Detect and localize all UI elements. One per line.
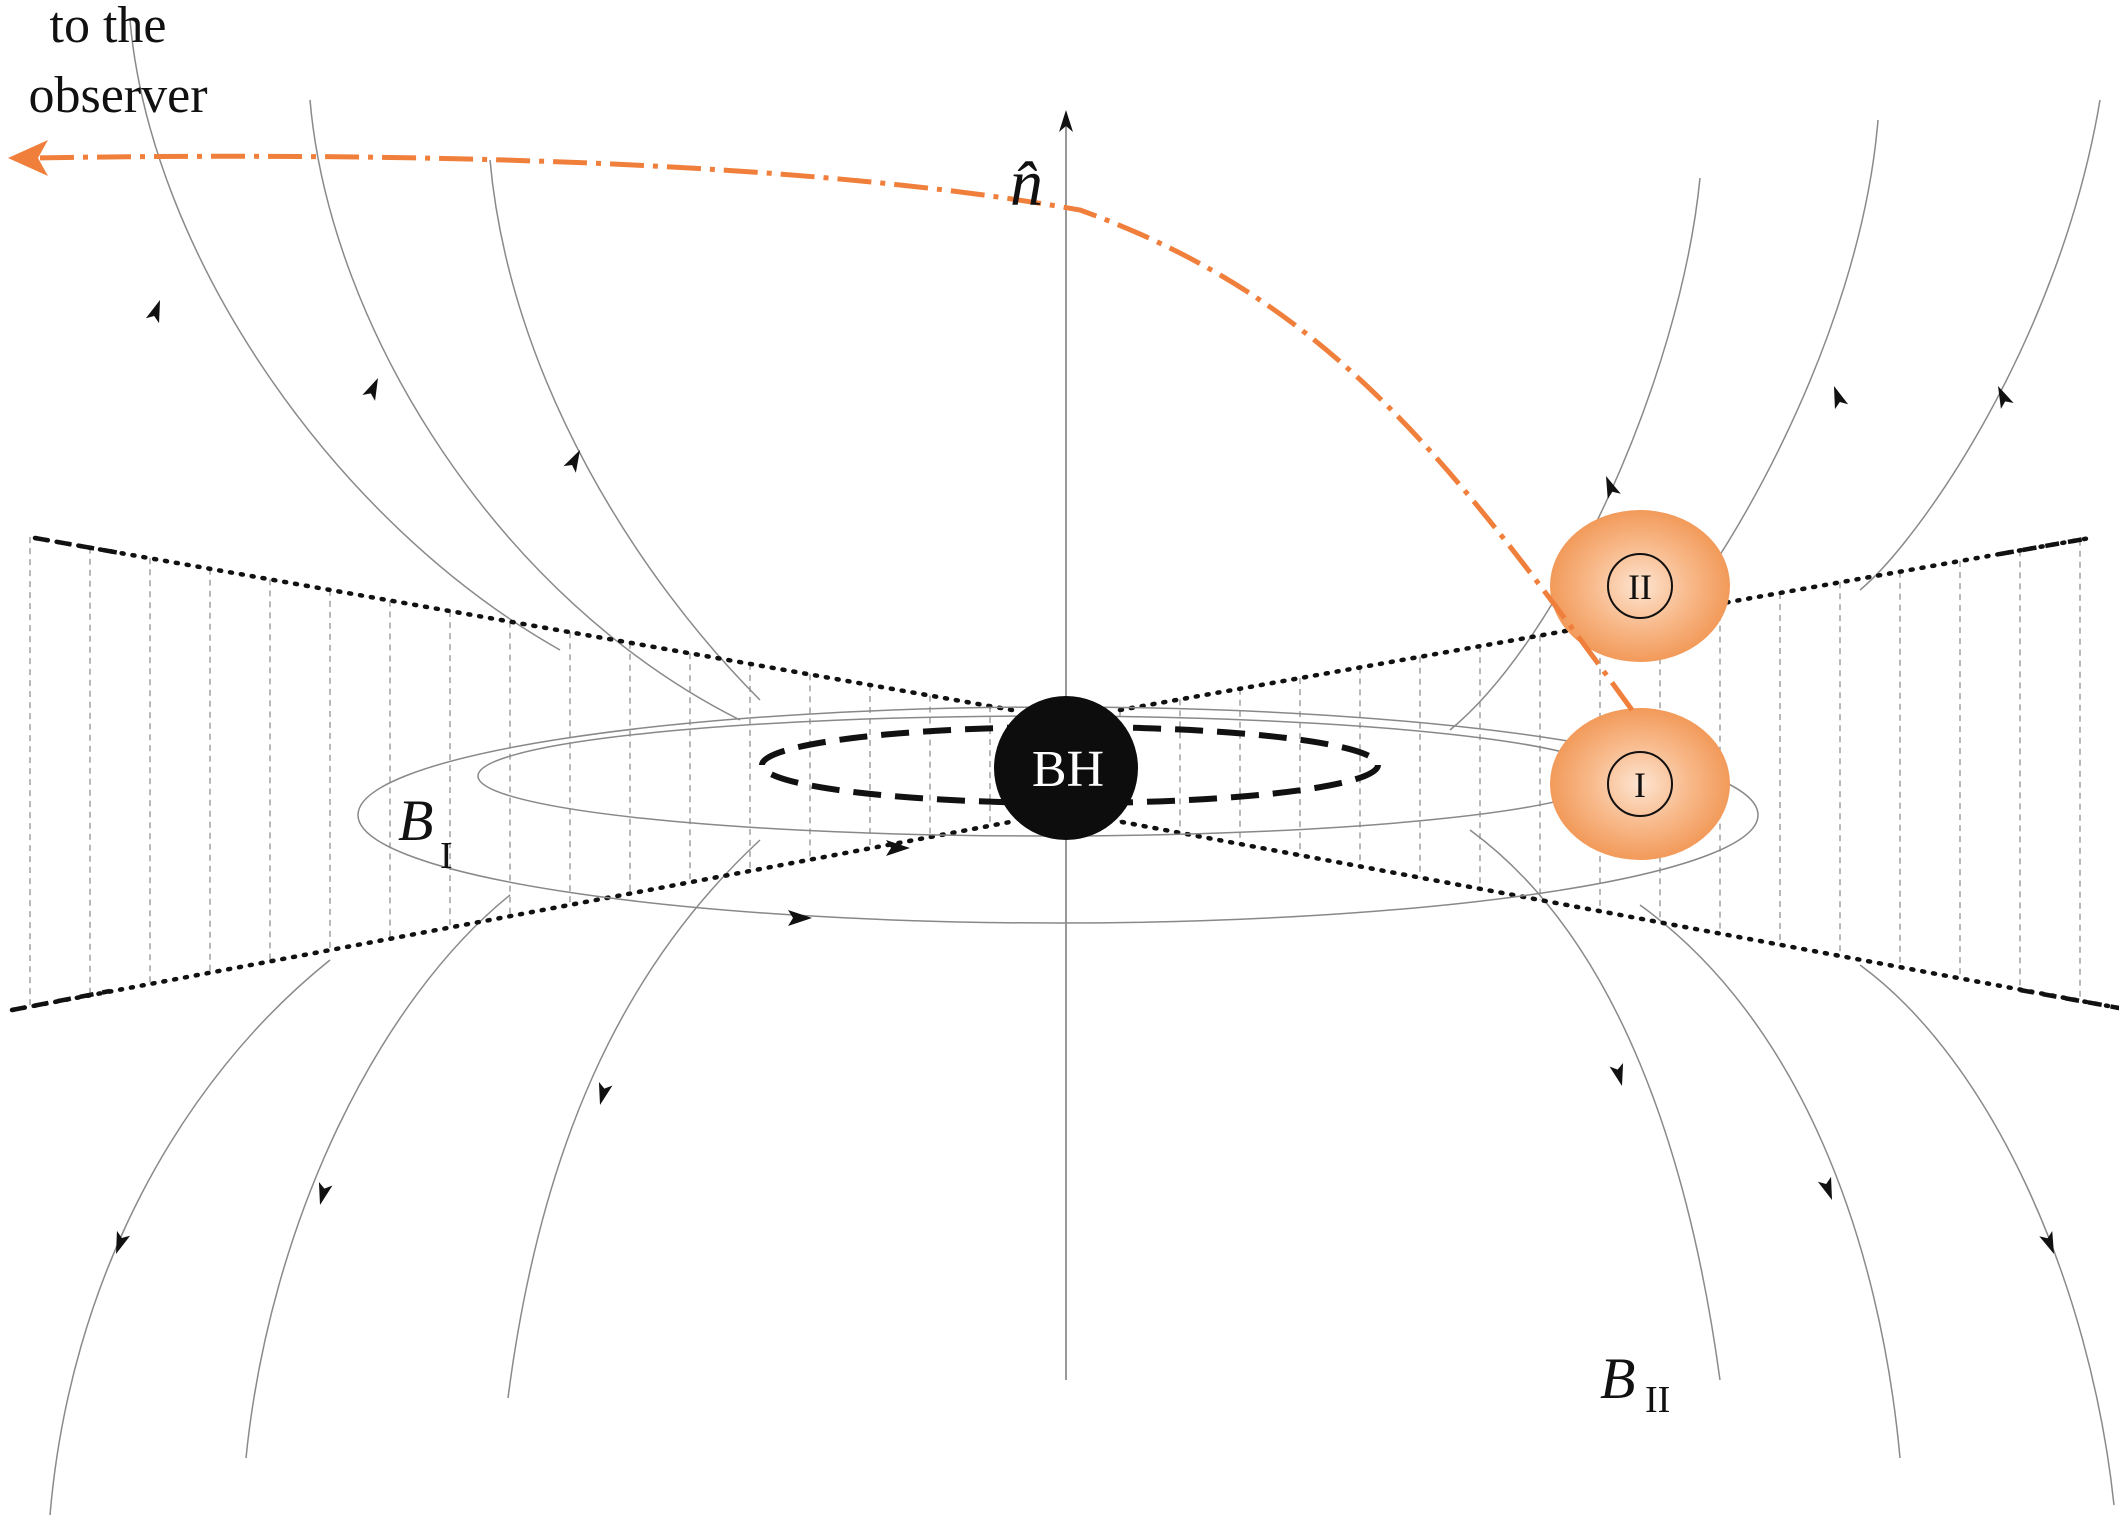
field-arrow-icon [116, 1230, 131, 1254]
field-line [245, 894, 511, 1459]
blob-lower-marker [1607, 751, 1673, 817]
field-II-label: B [1600, 1346, 1635, 1411]
field-arrow-icon [362, 378, 378, 401]
jet-cone-edges [9, 535, 2119, 1013]
black-hole-label: BH [1032, 741, 1104, 798]
field-II-sub: II [1645, 1379, 1670, 1421]
photon-path [29, 153, 1635, 712]
field-arrow-icon [1609, 1062, 1624, 1086]
axis-label: n̂ [1010, 147, 1043, 220]
field-line [1469, 829, 1721, 1381]
field-arrow-icon [1606, 476, 1621, 500]
arrow-left-icon [8, 140, 48, 176]
field-line-arrows [116, 300, 2054, 1254]
blob-upper-label: II [1628, 567, 1652, 607]
field-arrow-icon [1834, 386, 1849, 410]
observer-label-line1: to the [50, 0, 167, 54]
blob-lower-label: I [1634, 765, 1646, 805]
field-arrow-icon [598, 1081, 613, 1105]
field-line [1859, 964, 2115, 1506]
field-arrow-icon [1998, 386, 2014, 409]
field-line [507, 839, 761, 1399]
blob-upper: II [1550, 510, 1730, 662]
arrow-up-icon [1059, 110, 1073, 132]
field-arrow-icon [318, 1181, 333, 1205]
field-arrow-icon [145, 300, 160, 324]
field-line [1859, 99, 2101, 591]
field-arrow-icon [563, 450, 580, 473]
field-line [489, 159, 761, 701]
ring-arrow-upper [886, 840, 910, 856]
blob-upper-marker [1607, 553, 1673, 619]
field-line [49, 959, 331, 1516]
black-hole [994, 696, 1138, 840]
ring-arrow-lower [788, 910, 812, 926]
field-line [129, 19, 561, 651]
observer-label-line2: observer [28, 67, 207, 124]
field-II-main: B [1600, 1346, 1635, 1411]
field-I-main: B [398, 788, 433, 853]
field-I-label: B [398, 788, 433, 853]
field-arrow-icon [1817, 1176, 1832, 1200]
magnetic-field-lines [49, 19, 2115, 1516]
field-line [1639, 904, 1901, 1459]
field-arrow-icon [2039, 1230, 2054, 1254]
field-I-sub: I [440, 835, 453, 877]
field-line [309, 99, 741, 721]
blob-lower: I [1550, 708, 1730, 860]
